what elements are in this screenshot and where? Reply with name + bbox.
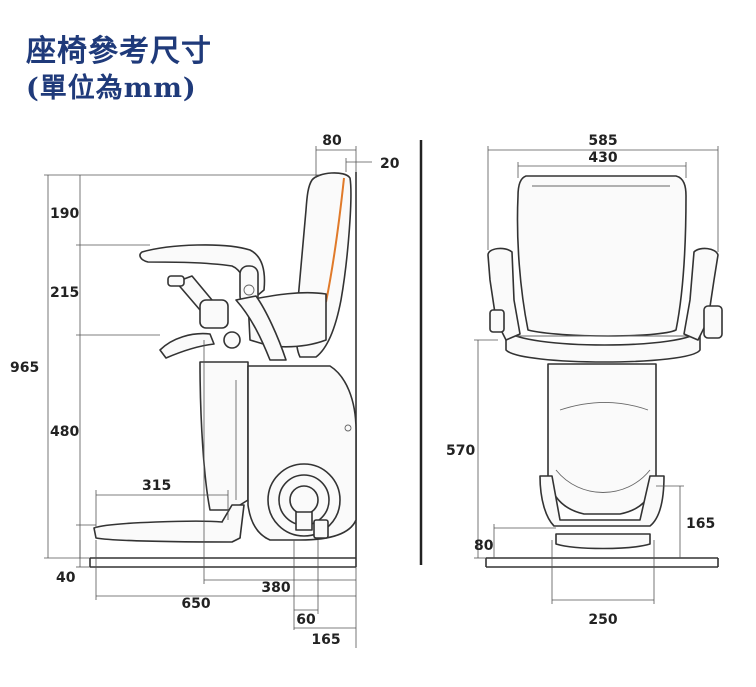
dim-480: 480 (50, 424, 79, 440)
dim-80-front: 80 (474, 538, 494, 554)
dim-80-top: 80 (322, 133, 342, 149)
dim-165-front: 165 (686, 516, 715, 532)
dim-20: 20 (380, 156, 400, 172)
dim-215: 215 (50, 285, 79, 301)
front-view-drawing (485, 175, 723, 568)
front-view-dimensions (474, 146, 719, 604)
dim-165-side: 165 (311, 632, 340, 648)
dim-60: 60 (296, 612, 316, 628)
dim-570: 570 (446, 443, 475, 459)
dim-315: 315 (142, 478, 171, 494)
dim-380: 380 (261, 580, 290, 596)
dim-430: 430 (588, 150, 617, 166)
page-title: 座椅參考尺寸 (26, 34, 212, 69)
dim-190: 190 (50, 206, 79, 222)
dim-650: 650 (181, 596, 210, 612)
side-view-dimensions (44, 146, 372, 648)
dim-250: 250 (588, 612, 617, 628)
dim-585: 585 (588, 133, 617, 149)
side-view-drawing (89, 172, 357, 568)
dim-965: 965 (10, 360, 39, 376)
dim-40: 40 (56, 570, 76, 586)
backrest-accent-line (325, 177, 345, 303)
unit-note: (單位為mm) (26, 73, 197, 104)
